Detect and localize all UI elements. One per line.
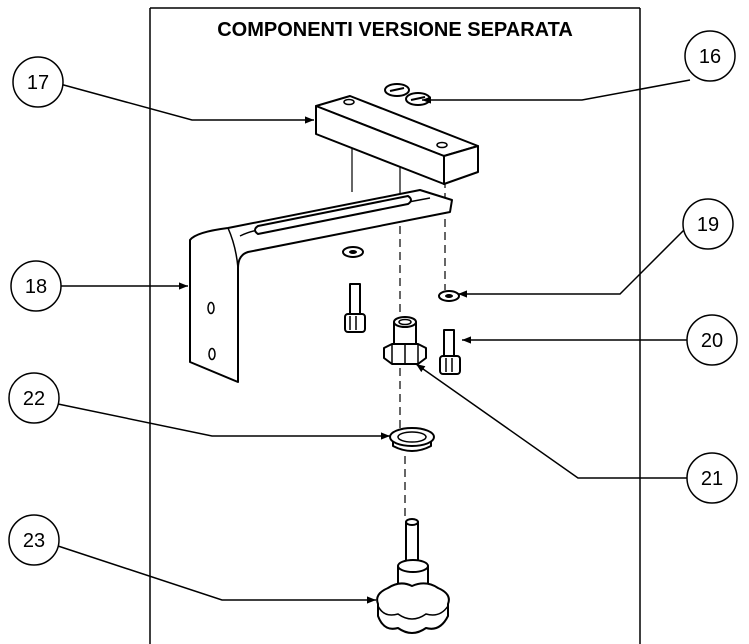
leaders (57, 79, 691, 604)
callout-23-label: 23 (23, 530, 45, 552)
callout-16: 16 (684, 30, 736, 82)
callout-21-label: 21 (701, 468, 723, 490)
callout-22: 22 (8, 372, 60, 424)
part-22-bushing (389, 427, 435, 452)
part-20-screw (439, 329, 461, 375)
part-23-knob (376, 518, 450, 634)
callout-19-label: 19 (697, 214, 719, 236)
leader-21 (415, 363, 690, 479)
callout-18: 18 (10, 260, 62, 312)
diagram-title: COMPONENTI VERSIONE SEPARATA (217, 19, 573, 41)
leader-16 (422, 79, 691, 104)
leader-22 (57, 403, 390, 440)
part-18-bracket (189, 189, 453, 383)
callout-19: 19 (682, 198, 734, 250)
leader-23 (57, 545, 376, 604)
leader-19 (458, 223, 691, 298)
callout-16-label: 16 (699, 46, 721, 68)
part-17-block (315, 95, 479, 185)
part-19-washer (438, 290, 460, 302)
callout-21: 21 (686, 452, 738, 504)
callout-22-label: 22 (23, 388, 45, 410)
part-16-washers (384, 83, 431, 106)
washers-left (342, 246, 364, 258)
frame-panel (149, 7, 641, 644)
callout-17-label: 17 (27, 72, 49, 94)
callout-17: 17 (12, 56, 64, 108)
callout-20-label: 20 (701, 330, 723, 352)
callout-23: 23 (8, 514, 60, 566)
callout-20: 20 (686, 314, 738, 366)
callout-18-label: 18 (25, 276, 47, 298)
part-21-hex-fitting (383, 316, 427, 365)
leader-17 (59, 83, 314, 124)
screw-left (344, 283, 366, 333)
